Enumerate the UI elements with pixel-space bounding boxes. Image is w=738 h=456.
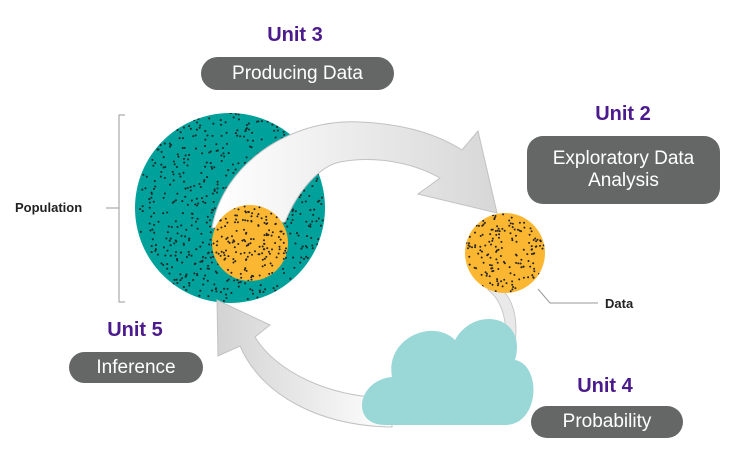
exploratory-title-line1: Exploratory Data [552,148,695,170]
unit-2-label: Unit 2 [595,103,651,125]
probability-pill: Probability [531,406,683,438]
producing-data-arrow [211,121,498,229]
unit-5-label: Unit 5 [107,319,163,341]
producing-data-title: Producing Data [232,62,363,84]
probability-title: Probability [562,411,652,433]
data-dots [465,213,545,293]
population-label: Population [15,200,83,215]
exploratory-data-analysis-pill: Exploratory Data Analysis [527,136,720,204]
inference-pill: Inference [69,352,203,383]
exploratory-title-line2: Analysis [588,170,659,191]
inference-arrow [216,299,393,428]
producing-data-pill: Producing Data [201,57,394,90]
data-label-line [537,288,598,304]
probability-cloud [361,318,534,425]
inference-title: Inference [96,356,176,378]
population-bracket [106,114,125,303]
data-label: Data [605,296,634,311]
sample-dots [212,205,288,281]
unit-4-label: Unit 4 [577,375,633,397]
unit-3-label: Unit 3 [267,24,323,46]
